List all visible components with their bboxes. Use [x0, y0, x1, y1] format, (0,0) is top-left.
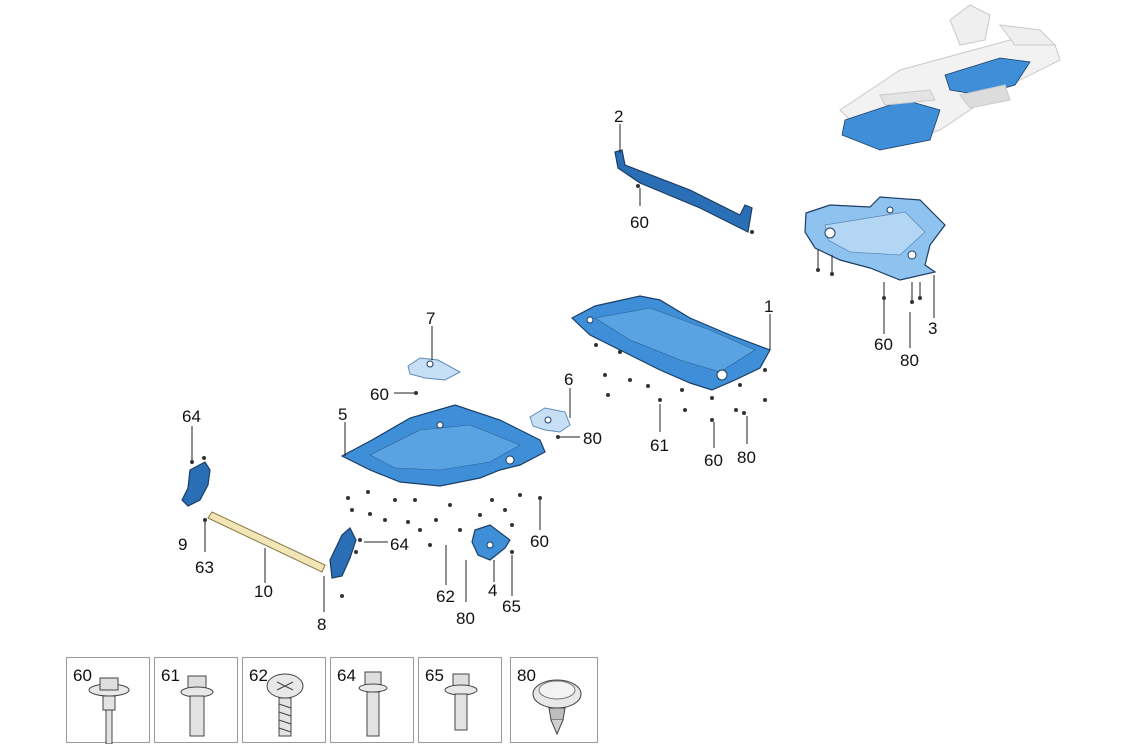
fastener-detail-80: 80: [510, 657, 598, 743]
fastener-detail-60: 60: [66, 657, 150, 744]
vehicle-overview-thumbnail: [839, 4, 1061, 151]
fastener-label: 65: [425, 666, 444, 685]
callout-65: 65: [502, 597, 521, 616]
callout-1: 1: [764, 297, 773, 316]
callout-80: 80: [583, 429, 602, 448]
callout-64: 64: [182, 407, 201, 426]
part-1-fasteners: [594, 343, 767, 422]
hex-flange-bolt-icon: [180, 675, 214, 737]
callout-80: 80: [456, 609, 475, 628]
part-4-small-shield: [471, 524, 511, 561]
fastener-label: 80: [517, 666, 536, 685]
callout-80: 80: [737, 448, 756, 467]
fastener-label: 64: [337, 666, 356, 685]
part-1-center-underbody-panel: [570, 295, 771, 391]
callout-60: 60: [530, 532, 549, 551]
part-9-side-bracket: [181, 461, 211, 507]
callout-8: 8: [317, 615, 326, 634]
part-5-front-underbody-panel: [340, 404, 546, 487]
callout-3: 3: [928, 319, 937, 338]
callout-62: 62: [436, 587, 455, 606]
part-7-bracket: [407, 357, 462, 381]
part-8-side-bracket: [329, 527, 357, 579]
callout-5: 5: [338, 405, 347, 424]
callout-6: 6: [564, 370, 573, 389]
callout-60: 60: [874, 335, 893, 354]
part-5-fasteners: [346, 490, 542, 547]
fastener-detail-62: 62: [242, 657, 326, 743]
part-10-sealer-strip: [207, 511, 326, 573]
callout-2: 2: [614, 107, 623, 126]
callout-63: 63: [195, 558, 214, 577]
callout-60: 60: [704, 451, 723, 470]
part-3-fasteners: [816, 250, 935, 318]
fastener-label: 61: [161, 666, 180, 685]
callout-61: 61: [650, 436, 669, 455]
callout-64: 64: [390, 535, 409, 554]
fastener-detail-64: 64: [330, 657, 414, 743]
fastener-label: 60: [73, 666, 92, 685]
fastener-detail-61: 61: [154, 657, 238, 743]
hex-flange-bolt-short-icon: [444, 673, 478, 731]
push-clip-icon: [532, 679, 582, 736]
part-3-underbody-panel: [804, 196, 946, 281]
part-6-bracket: [529, 407, 571, 433]
callout-9: 9: [178, 535, 187, 554]
callout-7: 7: [426, 309, 435, 328]
part-2-rail: [614, 149, 754, 234]
callout-60: 60: [630, 213, 649, 232]
callout-60: 60: [370, 385, 389, 404]
hex-bolt-long-icon: [358, 671, 388, 737]
flange-bolt-stepped-icon: [88, 677, 130, 744]
tapping-screw-icon: [266, 673, 304, 737]
fastener-label: 62: [249, 666, 268, 685]
fastener-detail-65: 65: [418, 657, 502, 743]
callout-80: 80: [900, 351, 919, 370]
callout-10: 10: [254, 582, 273, 601]
callout-4: 4: [488, 581, 497, 600]
